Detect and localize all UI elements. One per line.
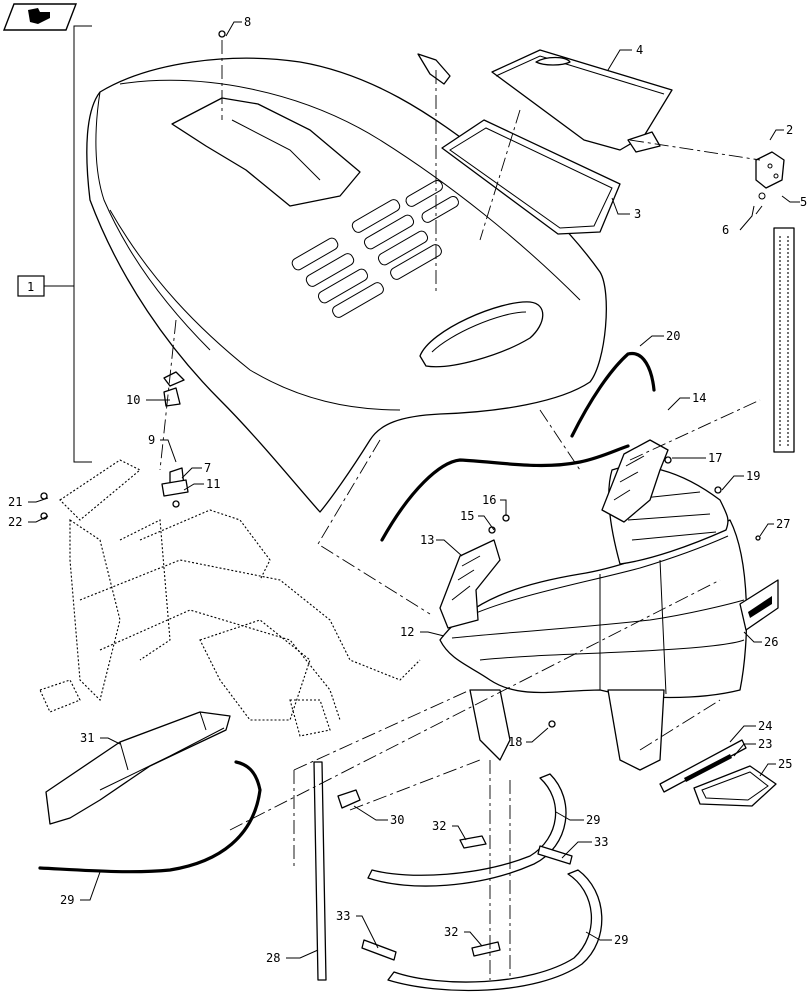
guard-29-bottom: [387, 869, 603, 992]
latch-bracket: [755, 151, 785, 215]
callout-25[interactable]: 25: [778, 757, 792, 771]
side-panel-31: [45, 711, 231, 825]
callout-22[interactable]: 22: [8, 515, 22, 529]
callout-1[interactable]: 1: [27, 280, 34, 294]
callout-27[interactable]: 27: [776, 517, 790, 531]
front-grille: [439, 465, 748, 771]
access-panel: [491, 49, 673, 153]
seal-29-left: [38, 760, 262, 874]
callout-28[interactable]: 28: [266, 951, 280, 965]
callout-26[interactable]: 26: [764, 635, 778, 649]
callout-32-top[interactable]: 32: [432, 819, 446, 833]
callout-32-bottom[interactable]: 32: [444, 925, 458, 939]
hood: [86, 57, 607, 513]
callout-4[interactable]: 4: [636, 43, 643, 57]
callout-21[interactable]: 21: [8, 495, 22, 509]
callout-23[interactable]: 23: [758, 737, 772, 751]
bracket-13: [439, 539, 501, 629]
rod-28: [313, 761, 327, 981]
callout-33-bottom[interactable]: 33: [336, 909, 350, 923]
callout-29-right-bottom[interactable]: 29: [614, 933, 628, 947]
callout-31[interactable]: 31: [80, 731, 94, 745]
bracket-32-top: [459, 835, 487, 849]
bracket-32-bottom: [471, 941, 501, 957]
callout-13[interactable]: 13: [420, 533, 434, 547]
callout-10[interactable]: 10: [126, 393, 140, 407]
callout-30[interactable]: 30: [390, 813, 404, 827]
guard-29-top: [367, 773, 567, 887]
callout-33-top[interactable]: 33: [594, 835, 608, 849]
bracket-33-bottom: [361, 939, 397, 961]
bracket-14: [601, 439, 669, 523]
emblem: [417, 53, 451, 85]
callout-2[interactable]: 2: [786, 123, 793, 137]
callout-7[interactable]: 7: [204, 461, 211, 475]
rubber-strip: [773, 227, 795, 453]
book-arrow-icon[interactable]: [2, 3, 78, 31]
leader-lines: [28, 21, 800, 959]
bracket-33-top: [537, 845, 573, 865]
callout-labels: 1 2 3 4 5 6 7 8 9 10 11 12 13 14 15 16 1…: [8, 15, 807, 965]
callout-19[interactable]: 19: [746, 469, 760, 483]
callout-9[interactable]: 9: [148, 433, 155, 447]
trim-23-24-25: [659, 739, 777, 807]
callout-15[interactable]: 15: [460, 509, 474, 523]
callout-5[interactable]: 5: [800, 195, 807, 209]
callout-18[interactable]: 18: [508, 735, 522, 749]
callout-14[interactable]: 14: [692, 391, 706, 405]
callout-11[interactable]: 11: [206, 477, 220, 491]
gasket: [441, 119, 621, 235]
callout-17[interactable]: 17: [708, 451, 722, 465]
callout-12[interactable]: 12: [400, 625, 414, 639]
assembly-bracket: [17, 25, 92, 463]
seal-front: [380, 444, 630, 542]
alignment-lines: [159, 40, 761, 980]
callout-6[interactable]: 6: [722, 223, 729, 237]
frame: [39, 459, 421, 737]
clip-30: [337, 789, 361, 809]
callout-3[interactable]: 3: [634, 207, 641, 221]
callout-8[interactable]: 8: [244, 15, 251, 29]
callout-29-left[interactable]: 29: [60, 893, 74, 907]
seal-20: [570, 351, 656, 438]
callout-29-right-top[interactable]: 29: [586, 813, 600, 827]
callout-16[interactable]: 16: [482, 493, 496, 507]
callout-24[interactable]: 24: [758, 719, 772, 733]
callout-20[interactable]: 20: [666, 329, 680, 343]
badge-26: [739, 579, 779, 631]
